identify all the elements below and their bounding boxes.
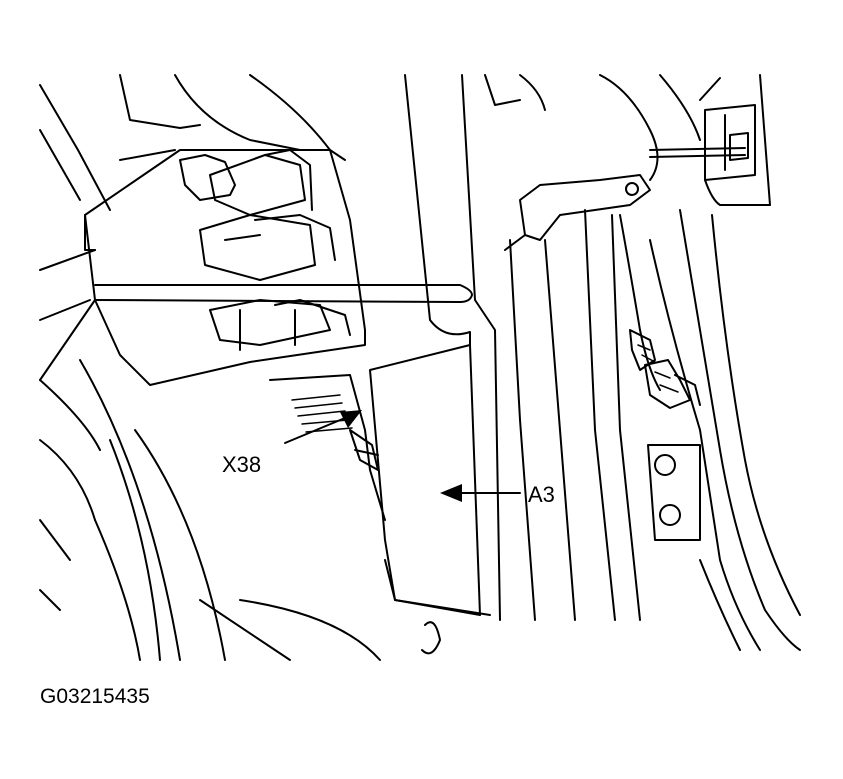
- connector-x38: [269, 374, 386, 521]
- rod: [94, 284, 473, 303]
- label-x38: X38: [222, 452, 261, 477]
- arrow-x38-line: [284, 417, 346, 444]
- relay-module: [84, 149, 366, 386]
- left-structure: [39, 74, 346, 611]
- right-structure: [484, 74, 801, 651]
- arrow-x38-head: [340, 410, 362, 428]
- figure-code: G03215435: [40, 685, 150, 708]
- arrow-a3-head: [440, 484, 462, 502]
- curved-panels: [79, 359, 381, 661]
- label-a3: A3: [528, 482, 555, 507]
- panel-a3: [369, 74, 501, 655]
- callout-arrows: [284, 410, 521, 502]
